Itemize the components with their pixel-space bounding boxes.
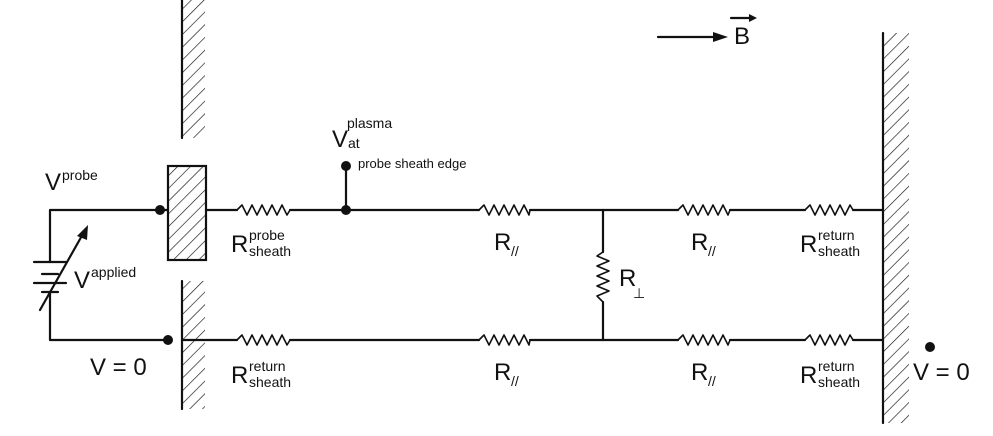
r-parallel-label-top-left: R // [494, 229, 519, 259]
v-probe-label: V probe [45, 167, 98, 196]
variable-arrow-icon [38, 225, 88, 312]
svg-text:plasma: plasma [347, 115, 392, 131]
svg-text:R: R [691, 359, 708, 386]
plasma-junction-node [341, 205, 351, 215]
r-return-sheath-top-resistor [804, 204, 854, 216]
svg-text:at: at [348, 135, 360, 151]
r-probe-sheath-resistor [236, 204, 291, 216]
plasma-node-marker [341, 161, 351, 171]
r-return-sheath-label-top: R return sheath [800, 227, 860, 259]
svg-text:⊥: ⊥ [633, 285, 645, 301]
svg-text:sheath: sheath [249, 243, 291, 259]
b-field-arrow [656, 32, 728, 42]
v-plasma-label: V plasma at probe sheath edge [332, 115, 466, 171]
r-return-sheath-label-bottom-right: R return sheath [800, 358, 860, 390]
svg-text://: // [708, 373, 716, 389]
r-parallel-label-bottom-left: R // [494, 359, 519, 389]
svg-text:R: R [800, 231, 817, 258]
battery-icon [32, 260, 68, 294]
svg-text://: // [511, 243, 519, 259]
svg-text:R: R [800, 362, 817, 389]
r-parallel-top-left-resistor [478, 204, 531, 216]
svg-text:probe: probe [249, 227, 285, 243]
r-parallel-bottom-right-resistor [677, 334, 731, 346]
svg-text:V: V [332, 126, 348, 153]
svg-text:R: R [231, 231, 248, 258]
svg-text://: // [708, 243, 716, 259]
svg-text:R: R [619, 265, 636, 292]
svg-text:V: V [45, 169, 61, 196]
svg-text:B: B [734, 23, 750, 50]
left-circuit-wires [48, 208, 170, 342]
svg-text:sheath: sheath [249, 374, 291, 390]
svg-text:V: V [74, 267, 90, 294]
r-parallel-label-top-right: R // [691, 229, 716, 259]
svg-text:R: R [231, 362, 248, 389]
probe-electrode [166, 164, 208, 262]
b-field-label: B [729, 14, 757, 50]
r-perp-label: R ⊥ [619, 265, 645, 301]
v-zero-left-label: V = 0 [90, 354, 147, 381]
svg-text:return: return [818, 358, 855, 374]
r-parallel-top-right-resistor [677, 204, 731, 216]
svg-text:return: return [249, 358, 286, 374]
svg-text:R: R [494, 359, 511, 386]
r-return-sheath-bottom-left-resistor [236, 334, 291, 346]
r-perp-resistor [596, 251, 610, 303]
probe-node [155, 205, 165, 215]
svg-text:sheath: sheath [818, 374, 860, 390]
svg-text:probe: probe [62, 167, 98, 183]
svg-text:probe sheath edge: probe sheath edge [358, 156, 466, 171]
right-ground-node [925, 342, 935, 352]
svg-text:R: R [494, 229, 511, 256]
svg-text://: // [511, 373, 519, 389]
top-line-wires [204, 164, 885, 212]
svg-text:sheath: sheath [818, 243, 860, 259]
r-return-sheath-bottom-right-resistor [804, 334, 854, 346]
right-wall [881, 31, 909, 425]
left-ground-node [163, 335, 173, 345]
r-return-sheath-label-bottom-left: R return sheath [231, 358, 291, 390]
v-applied-label: V applied [74, 264, 136, 294]
r-parallel-bottom-left-resistor [478, 334, 531, 346]
r-probe-sheath-label: R probe sheath [231, 227, 291, 259]
svg-text:return: return [818, 227, 855, 243]
svg-text:R: R [691, 229, 708, 256]
left-wall-top [180, 0, 205, 140]
svg-text:applied: applied [91, 264, 136, 280]
r-parallel-label-bottom-right: R // [691, 359, 716, 389]
v-zero-right-label: V = 0 [913, 359, 970, 386]
left-wall-bottom [180, 279, 205, 411]
